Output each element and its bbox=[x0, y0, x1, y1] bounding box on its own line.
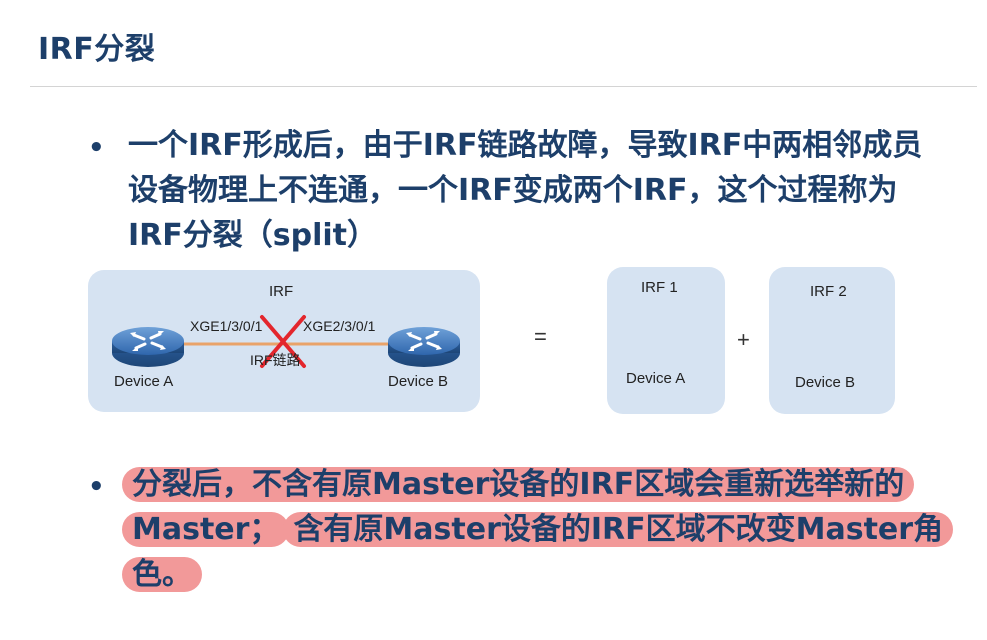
irf-label: IRF bbox=[269, 283, 294, 300]
irf2-label: IRF 2 bbox=[810, 283, 847, 300]
port-label-left: XGE1/3/0/1 bbox=[190, 318, 263, 334]
bullet-dot: • bbox=[88, 133, 105, 163]
link-failure-cross-icon bbox=[260, 315, 306, 368]
bullet-dot: • bbox=[88, 472, 105, 502]
irf1-panel bbox=[607, 267, 725, 414]
link-label: IRF链路 bbox=[250, 352, 301, 368]
irf2-panel bbox=[769, 267, 895, 414]
page-title: IRF分裂 bbox=[38, 32, 156, 67]
irf1-device-label: Device A bbox=[626, 370, 686, 387]
irf1-label: IRF 1 bbox=[641, 279, 678, 296]
plus-sign: + bbox=[737, 327, 750, 352]
device-a-label: Device A bbox=[114, 373, 174, 390]
title-divider bbox=[30, 86, 977, 87]
bullet-text-2: 分裂后，不含有原Master设备的IRF区域会重新选举新的Master；含有原M… bbox=[122, 462, 954, 597]
irf2-device-label: Device B bbox=[795, 374, 856, 391]
bullet-text-1: 一个IRF形成后，由于IRF链路故障，导致IRF中两相邻成员设备物理上不连通，一… bbox=[128, 128, 923, 253]
router-icon bbox=[386, 325, 462, 369]
router-icon bbox=[110, 325, 186, 369]
port-label-right: XGE2/3/0/1 bbox=[303, 318, 376, 334]
equals-sign: = bbox=[534, 324, 547, 349]
device-b-label: Device B bbox=[388, 373, 449, 390]
